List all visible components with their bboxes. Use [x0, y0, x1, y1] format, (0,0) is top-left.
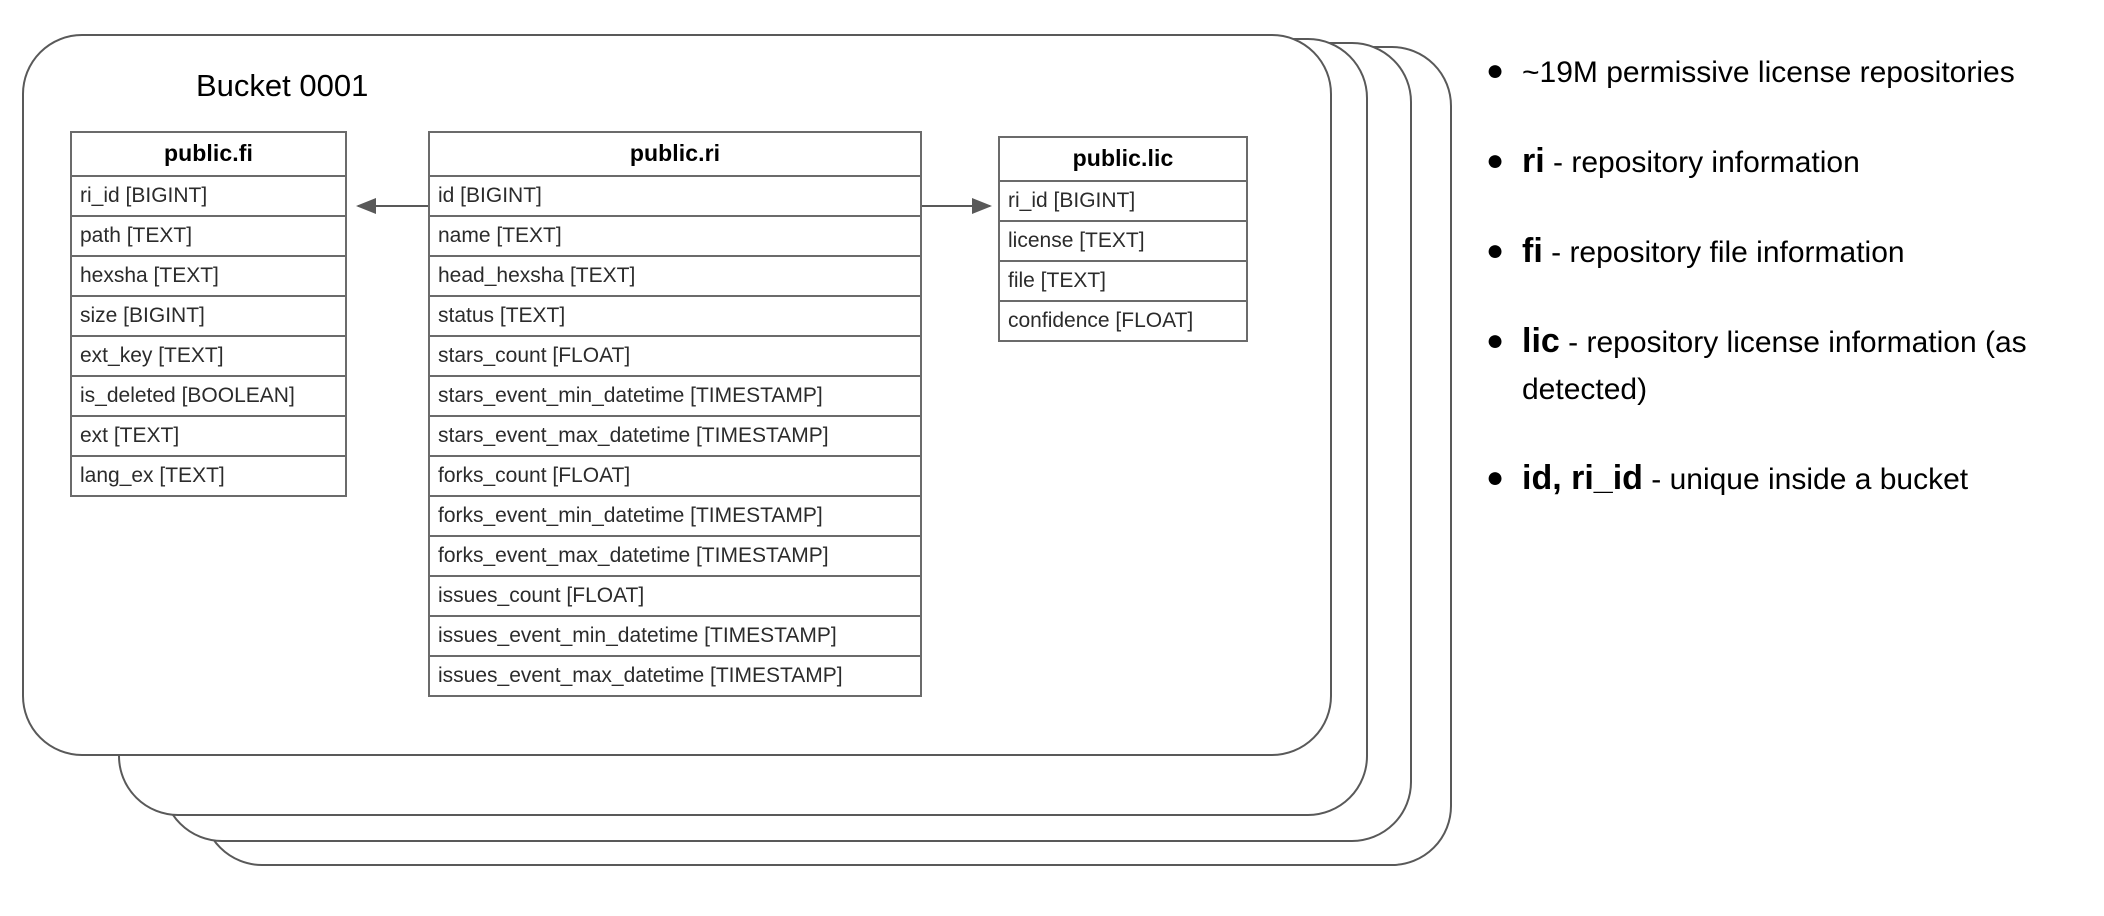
table-row: name [TEXT]: [430, 217, 920, 257]
note-rest: - unique inside a bucket: [1642, 463, 1969, 496]
table-row: hexsha [TEXT]: [72, 257, 345, 297]
bullet-icon: ●: [1486, 144, 1505, 177]
table-header-lic: public.lic: [1000, 138, 1246, 182]
table-row: path [TEXT]: [72, 217, 345, 257]
list-item: ● lic - repository license information (…: [1480, 318, 2080, 413]
table-row: stars_count [FLOAT]: [430, 337, 920, 377]
list-item: ● ~19M permissive license repositories: [1480, 48, 2080, 96]
table-public-lic: public.lic ri_id [BIGINT] license [TEXT]…: [998, 136, 1248, 342]
table-public-ri: public.ri id [BIGINT] name [TEXT] head_h…: [428, 131, 922, 697]
bullet-icon: ●: [1486, 234, 1505, 267]
table-row: stars_event_max_datetime [TIMESTAMP]: [430, 417, 920, 457]
table-row: file [TEXT]: [1000, 262, 1246, 302]
table-row: status [TEXT]: [430, 297, 920, 337]
bullet-icon: ●: [1486, 324, 1505, 357]
table-row: ri_id [BIGINT]: [1000, 182, 1246, 222]
list-item: ● id, ri_id - unique inside a bucket: [1480, 455, 2080, 503]
table-row: size [BIGINT]: [72, 297, 345, 337]
note-lead: id, ri_id: [1522, 459, 1643, 497]
table-row: issues_event_min_datetime [TIMESTAMP]: [430, 617, 920, 657]
table-row: is_deleted [BOOLEAN]: [72, 377, 345, 417]
note-rest: - repository file information: [1542, 236, 1905, 269]
note-lead: fi: [1522, 232, 1543, 270]
table-row: forks_count [FLOAT]: [430, 457, 920, 497]
note-lead: lic: [1522, 322, 1560, 360]
note-body: fi - repository file information: [1522, 228, 2080, 276]
list-item: ● fi - repository file information: [1480, 228, 2080, 276]
note-rest: - repository license information (as det…: [1522, 326, 2027, 406]
note-body: ri - repository information: [1522, 138, 2080, 186]
bucket-title: Bucket 0001: [196, 68, 369, 103]
note-body: ~19M permissive license repositories: [1522, 48, 2080, 96]
table-row: forks_event_min_datetime [TIMESTAMP]: [430, 497, 920, 537]
table-row: ri_id [BIGINT]: [72, 177, 345, 217]
note-rest: ~19M permissive license repositories: [1522, 56, 2015, 89]
note-lead: ri: [1522, 142, 1545, 180]
table-row: id [BIGINT]: [430, 177, 920, 217]
table-header-fi: public.fi: [72, 133, 345, 177]
note-rest: - repository information: [1544, 146, 1860, 179]
table-row: ext_key [TEXT]: [72, 337, 345, 377]
table-public-fi: public.fi ri_id [BIGINT] path [TEXT] hex…: [70, 131, 347, 497]
note-body: id, ri_id - unique inside a bucket: [1522, 455, 2080, 503]
bullet-icon: ●: [1486, 461, 1505, 494]
table-row: lang_ex [TEXT]: [80, 464, 225, 487]
table-row: ext [TEXT]: [72, 417, 345, 457]
table-row: stars_event_min_datetime [TIMESTAMP]: [430, 377, 920, 417]
bullet-icon: ●: [1486, 54, 1505, 87]
table-row: issues_count [FLOAT]: [430, 577, 920, 617]
table-row: head_hexsha [TEXT]: [430, 257, 920, 297]
table-row: confidence [FLOAT]: [1008, 309, 1194, 332]
table-header-ri: public.ri: [430, 133, 920, 177]
table-row: issues_event_max_datetime [TIMESTAMP]: [438, 664, 843, 687]
table-row: license [TEXT]: [1000, 222, 1246, 262]
notes-list: ● ~19M permissive license repositories ●…: [1480, 48, 2080, 545]
list-item: ● ri - repository information: [1480, 138, 2080, 186]
note-body: lic - repository license information (as…: [1522, 318, 2080, 413]
table-row: forks_event_max_datetime [TIMESTAMP]: [430, 537, 920, 577]
